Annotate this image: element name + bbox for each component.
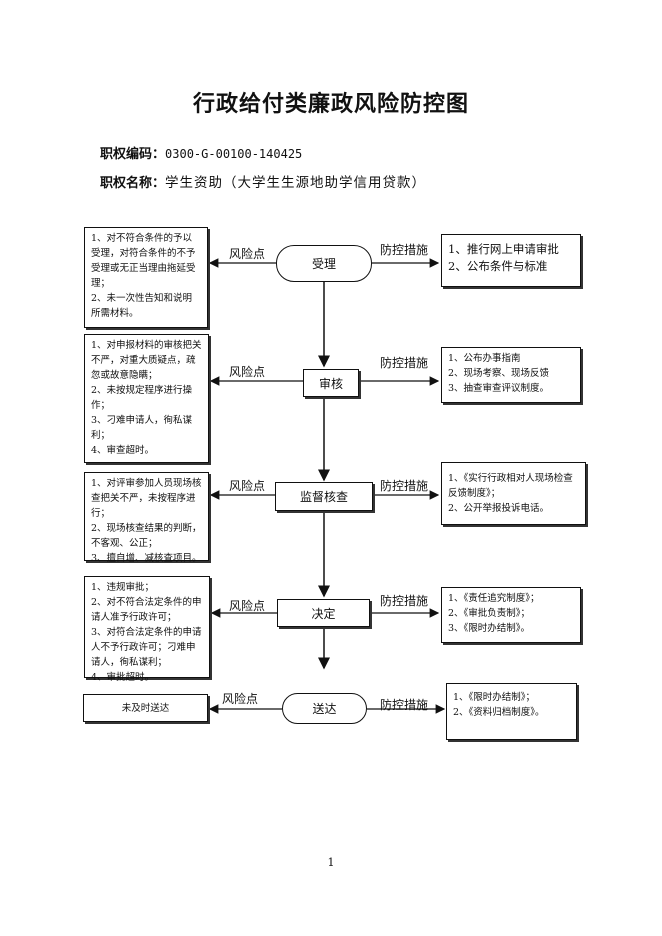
risk-item: 3、刁难申请人，徇私谋利； xyxy=(91,415,193,441)
control-item: 3、《限时办结制》。 xyxy=(448,623,531,634)
risk-item: 2、对不符合法定条件的申请人准予行政许可； xyxy=(91,597,202,623)
page-number: 1 xyxy=(327,856,335,869)
risk-label: 风险点 xyxy=(229,365,266,379)
risk-box-decision: 1、违规审批； 2、对不符合法定条件的申请人准予行政许可； 3、对符合法定条件的… xyxy=(84,576,210,683)
risk-box-delivery: 未及时送达 xyxy=(83,694,208,722)
risk-item: 1、对评审参加人员现场核查把关不严，未按程序进行； xyxy=(91,478,202,519)
authority-name: 职权名称：学生资助（大学生生源地助学信用贷款） xyxy=(100,171,426,191)
control-item: 1、《限时办结制》； xyxy=(453,692,536,703)
control-item: 2、《审批负责制》； xyxy=(448,608,531,619)
risk-label: 风险点 xyxy=(229,479,266,493)
control-label: 防控措施 xyxy=(380,479,429,493)
control-box-delivery: 1、《限时办结制》； 2、《资料归档制度》。 xyxy=(446,683,577,740)
control-box-inspection: 1、《实行行政相对人现场检查反馈制度》； 2、公开举报投诉电话。 xyxy=(441,462,586,525)
control-item: 1、《实行行政相对人现场检查反馈制度》； xyxy=(448,473,573,499)
control-item: 3、抽查审查评议制度。 xyxy=(448,383,550,394)
risk-item: 1、违规审批； xyxy=(91,582,155,593)
control-label: 防控措施 xyxy=(380,698,429,712)
risk-item: 3、对符合法定条件的申请人不予行政许可；刁难申请人，徇私谋利； xyxy=(91,627,202,668)
authority-code-label: 职权编码： xyxy=(100,147,166,162)
control-item: 2、公开举报投诉电话。 xyxy=(448,503,550,514)
step-review: 审核 xyxy=(303,369,359,397)
risk-label: 风险点 xyxy=(229,599,266,613)
control-item: 1、《责任追究制度》； xyxy=(448,593,540,604)
control-item: 1、公布办事指南 xyxy=(448,353,521,364)
step-inspection: 监督核查 xyxy=(275,482,373,511)
control-item: 2、现场考察、现场反馈 xyxy=(448,368,550,379)
risk-item: 4、审查超时。 xyxy=(91,445,155,456)
control-box-accept: 1、推行网上申请审批 2、公布条件与标准 xyxy=(441,234,581,287)
risk-item: 2、未一次性告知和说明所需材料。 xyxy=(91,293,193,319)
control-label: 防控措施 xyxy=(380,356,429,370)
risk-label: 风险点 xyxy=(229,247,266,261)
authority-name-value: 学生资助（大学生生源地助学信用贷款） xyxy=(165,175,427,191)
control-item: 2、公布条件与标准 xyxy=(448,259,548,273)
control-label: 防控措施 xyxy=(380,594,429,608)
authority-code: 职权编码：0300-G-00100-140425 xyxy=(100,143,302,162)
risk-item: 2、未按规定程序进行操作； xyxy=(91,385,193,411)
risk-item: 未及时送达 xyxy=(121,702,170,714)
authority-code-value: 0300-G-00100-140425 xyxy=(165,147,303,161)
risk-item: 2、现场核查结果的判断，不客观、公正； xyxy=(91,523,202,549)
control-box-decision: 1、《责任追究制度》； 2、《审批负责制》； 3、《限时办结制》。 xyxy=(441,587,581,643)
control-label: 防控措施 xyxy=(380,243,429,257)
risk-item: 1、对不符合条件的予以受理，对符合条件的不予受理或无正当理由拖延受理； xyxy=(91,233,196,289)
risk-item: 1、对申报材料的审核把关不严，对重大质疑点，疏忽或故意隐瞒； xyxy=(91,340,202,381)
risk-box-inspection: 1、对评审参加人员现场核查把关不严，未按程序进行； 2、现场核查结果的判断，不客… xyxy=(84,472,209,564)
page-title: 行政给付类廉政风险防控图 xyxy=(192,91,469,117)
control-item: 2、《资料归档制度》。 xyxy=(453,707,545,718)
control-box-review: 1、公布办事指南 2、现场考察、现场反馈 3、抽查审查评议制度。 xyxy=(441,347,581,403)
risk-label: 风险点 xyxy=(222,692,259,706)
step-decision: 决定 xyxy=(277,599,370,627)
control-item: 1、推行网上申请审批 xyxy=(448,242,559,256)
step-accept: 受理 xyxy=(276,245,372,282)
risk-item: 4、审批超时。 xyxy=(91,672,155,683)
risk-box-accept: 1、对不符合条件的予以受理，对符合条件的不予受理或无正当理由拖延受理； 2、未一… xyxy=(84,227,208,328)
risk-box-review: 1、对申报材料的审核把关不严，对重大质疑点，疏忽或故意隐瞒； 2、未按规定程序进… xyxy=(84,334,209,463)
authority-name-label: 职权名称： xyxy=(100,176,166,191)
step-delivery: 送达 xyxy=(282,693,367,724)
risk-item: 3、擅自增、减核查项目。 xyxy=(91,553,202,564)
